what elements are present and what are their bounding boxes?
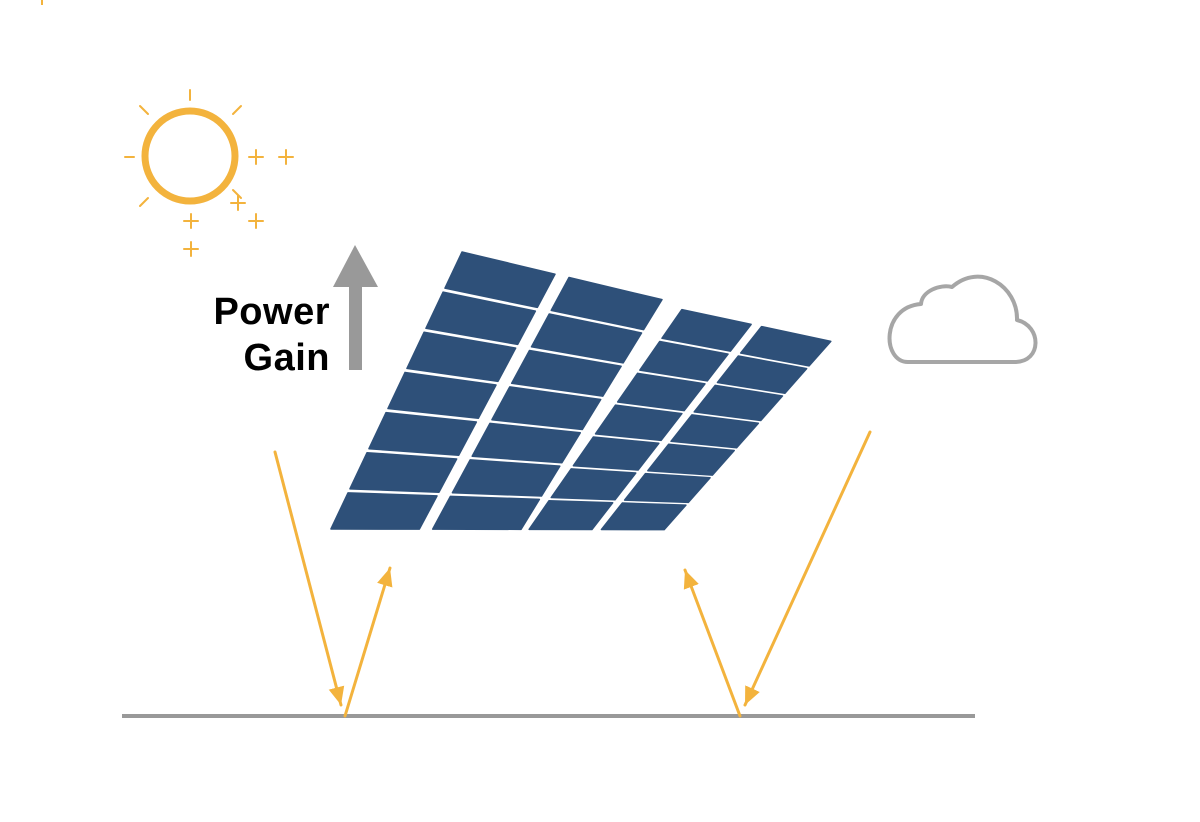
- panel-cell: [491, 386, 602, 431]
- panel-cell: [330, 492, 438, 530]
- panel-cell: [387, 371, 497, 420]
- panel-cell: [528, 499, 614, 531]
- up-arrow-icon: [333, 245, 378, 370]
- panel-cell: [368, 411, 478, 456]
- panel-cell: [623, 472, 711, 504]
- panel-cell: [471, 422, 582, 464]
- sun-disc: [141, 107, 239, 205]
- power-gain-label-line2: Gain: [243, 337, 330, 379]
- light-ray-arrow: [683, 568, 742, 718]
- panel-cell: [639, 340, 729, 382]
- panel-cell: [594, 404, 683, 442]
- panel-cell: [616, 372, 706, 412]
- panel-cell: [572, 436, 660, 471]
- panel-cell: [670, 414, 760, 449]
- panel-cell: [510, 349, 622, 397]
- sun-ray: [232, 105, 242, 115]
- panel-cell: [716, 355, 808, 394]
- panel-cell: [550, 468, 637, 501]
- panel-cell: [550, 276, 663, 331]
- arrow-shaft: [349, 284, 362, 370]
- light-ray-arrow: [743, 430, 872, 707]
- solar-panel: [330, 251, 832, 531]
- panel-cell: [425, 291, 537, 346]
- panel-cell: [406, 331, 517, 383]
- sun-ray: [232, 189, 242, 199]
- arrow-head: [333, 245, 378, 287]
- panel-cell: [530, 313, 643, 364]
- light-ray-arrow: [343, 566, 393, 718]
- panel-cell: [451, 459, 561, 497]
- sun-ray: [139, 197, 149, 207]
- sun-icon: [124, 89, 242, 207]
- sun-ray: [139, 105, 149, 115]
- cloud-icon: [887, 274, 1038, 364]
- panel-cell: [349, 451, 458, 493]
- panel-cell: [647, 443, 735, 476]
- panel-cell: [444, 251, 556, 309]
- light-rays: [273, 430, 872, 718]
- panel-cell: [661, 308, 752, 352]
- power-gain-label-line1: Power: [213, 291, 330, 333]
- panel-cell: [739, 325, 832, 367]
- panel-cell: [693, 384, 784, 422]
- light-ray-arrow: [273, 450, 345, 707]
- sparkle-icons: [183, 149, 294, 257]
- panel-cell: [431, 495, 541, 531]
- panel-cell: [600, 502, 687, 531]
